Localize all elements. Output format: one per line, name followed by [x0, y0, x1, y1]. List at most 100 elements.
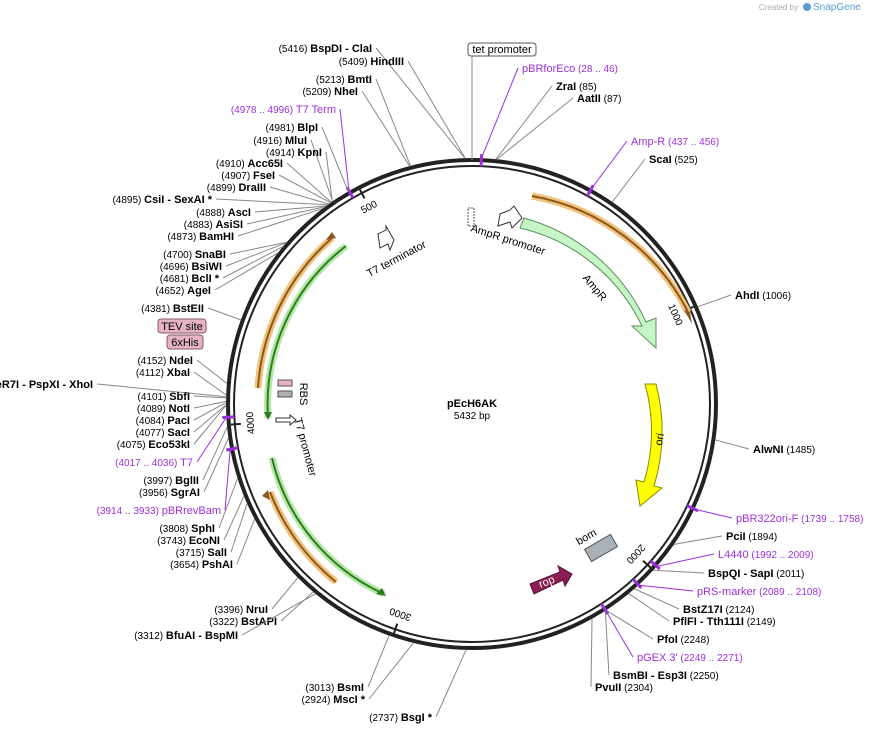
- site-label-part: AhdI: [735, 290, 759, 302]
- site-label-part: BlpI: [297, 122, 318, 134]
- site-label-part: BsgI *: [401, 712, 433, 724]
- site-leader-line: [278, 174, 331, 204]
- ampr-promoter-arrow: [497, 205, 523, 229]
- site-label-part: (2011): [773, 569, 804, 580]
- primer-mark: [225, 446, 239, 452]
- site-label-part: BsiWI: [191, 261, 222, 273]
- site-label: (4696) BsiWI: [160, 261, 222, 273]
- site-label: (4084) PacI: [136, 415, 190, 427]
- site-label: (4888) AscI: [196, 207, 251, 219]
- site-label-part: (3312): [134, 631, 166, 642]
- site-label: (4089) NotI: [137, 403, 190, 415]
- site-leader-line: [225, 242, 287, 267]
- primer-mark: [345, 186, 355, 199]
- site-label-part: (1739 .. 1758): [798, 514, 863, 525]
- site-label: (4910) Acc65I: [216, 158, 283, 170]
- site-label: pBR322ori-F (1739 .. 1758): [736, 513, 863, 525]
- site-label: (3997) BglII: [143, 475, 199, 487]
- site-leader-line: [196, 417, 227, 463]
- site-label-part: DraIII: [238, 182, 266, 194]
- site-label: (3956) SgrAI: [139, 487, 200, 499]
- lower-orf-line: [269, 491, 337, 583]
- site-label: (2737) BsgI *: [369, 712, 433, 724]
- snapgene-logo-icon: [803, 3, 811, 11]
- rbs-label: RBS: [297, 383, 309, 406]
- left-green-line: [266, 245, 347, 419]
- site-leader-line: [634, 588, 680, 610]
- site-leader-line: [96, 383, 227, 398]
- site-label-part: PflFI: [673, 616, 697, 628]
- site-leader-line: [223, 495, 245, 541]
- site-label-part: SgrAI: [171, 487, 200, 499]
- credit-text: Created by: [759, 3, 798, 12]
- site-leader-line: [269, 186, 329, 205]
- ring-tick: [393, 623, 399, 634]
- site-label-part: (4873): [167, 232, 199, 243]
- site-label-part: MluI: [285, 135, 307, 147]
- site-leader-line: [193, 404, 227, 433]
- site-label: (4916) MluI: [253, 135, 307, 147]
- site-label-part: (4916): [253, 136, 285, 147]
- primer-mark: [686, 504, 699, 513]
- site-label-part: (3956): [139, 488, 171, 499]
- site-label-part: (3743): [157, 536, 189, 547]
- t7-promoter-arrow: [275, 413, 297, 427]
- site-leader-line: [605, 610, 634, 658]
- site-label-part: KpnI: [298, 147, 322, 159]
- site-label-part: (4883): [184, 220, 216, 231]
- site-leader-line: [694, 508, 733, 519]
- site-label-part: (437 .. 456): [665, 137, 719, 148]
- site-label: (4883) AsiSI: [184, 219, 243, 231]
- site-label-part: CsiI: [144, 194, 164, 206]
- site-label: (4914) KpnI: [266, 147, 322, 159]
- site-leader-line: [229, 241, 287, 255]
- primer-mark: [222, 415, 235, 420]
- site-label: (5416) BspDI - ClaI: [279, 43, 372, 55]
- site-leader-line: [435, 649, 467, 718]
- ori-label: ori: [653, 432, 667, 446]
- site-label-part: Eco53kI: [148, 439, 190, 451]
- site-label: BstZ17I (2124): [683, 604, 754, 616]
- site-label: (4075) Eco53kI: [117, 439, 190, 451]
- plasmid-name: pEcH6AK: [447, 398, 497, 410]
- site-label-part: (4112): [136, 368, 167, 379]
- site-label-part: L4440: [718, 549, 749, 561]
- site-label-part: T7: [180, 457, 193, 469]
- site-label-part: (4681): [160, 274, 192, 285]
- site-leader-line: [495, 85, 553, 160]
- site-label-part: BmtI: [348, 74, 372, 86]
- site-label-part: (3322): [209, 617, 241, 628]
- backbone-inner-ring: [233, 165, 711, 643]
- site-label-part: (2089 .. 2108): [756, 587, 821, 598]
- site-label-part: (1485): [784, 445, 816, 456]
- site-label-part: (4017 .. 4036): [115, 458, 180, 469]
- site-label-part: AlwNI: [753, 444, 784, 456]
- site-label-part: HindIII: [370, 56, 404, 68]
- site-leader-line: [656, 553, 715, 567]
- site-label: BspQI - SapI (2011): [708, 568, 804, 580]
- site-leader-line: [254, 205, 327, 213]
- left-orf-arrowhead: [326, 232, 336, 240]
- t7-promoter-label: T7 promoter: [291, 417, 318, 478]
- site-label-part: - SexAI *: [164, 194, 212, 206]
- brand-text: SnapGene: [813, 2, 861, 13]
- site-label-part: (4700): [163, 250, 195, 261]
- ring-tick: [642, 559, 652, 569]
- plasmid-length: 5432 bp: [454, 411, 491, 422]
- site-leader-line: [605, 609, 654, 640]
- site-label-part: FseI: [253, 170, 275, 182]
- site-label-part: (3396): [214, 605, 246, 616]
- site-label-part: (4089): [137, 404, 169, 415]
- site-leader-line: [193, 400, 227, 409]
- site-label-part: Acc65I: [248, 158, 283, 170]
- site-label-part: (4981): [266, 123, 298, 134]
- primer-mark: [631, 578, 643, 590]
- rop-label: rop: [537, 574, 556, 591]
- lower-orf-highlight: [266, 490, 339, 585]
- site-label-part: BspQI: [708, 568, 740, 580]
- site-label-part: (4888): [196, 208, 228, 219]
- site-leader-line: [480, 67, 519, 159]
- site-label-part: (3808): [159, 524, 191, 535]
- site-label-part: (4084): [136, 416, 168, 427]
- site-label-part: (3997): [143, 476, 175, 487]
